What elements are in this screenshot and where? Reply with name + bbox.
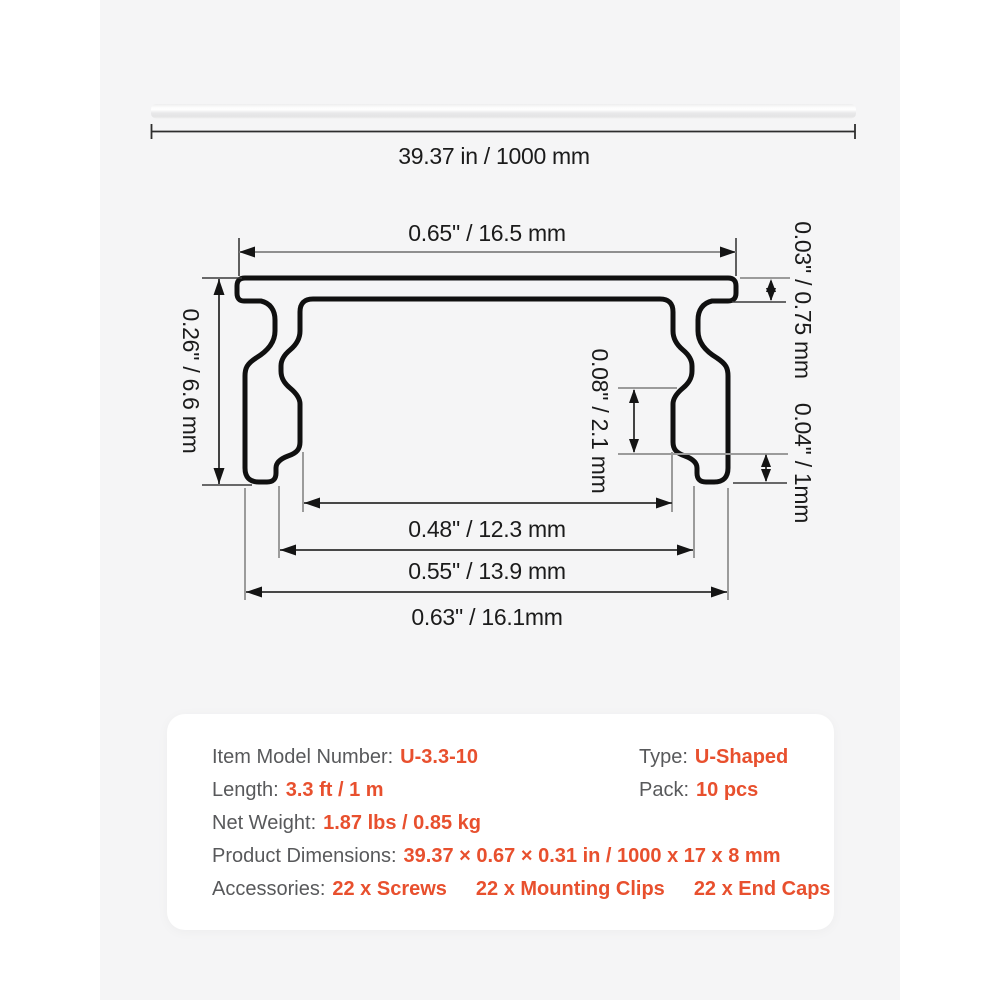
spec-value-accessory-clips: 22 x Mounting Clips (475, 878, 665, 900)
spec-label-weight: Net Weight: (212, 812, 317, 834)
spec-value-accessory-endcaps: 22 x End Caps (693, 878, 831, 900)
spec-row-accessories: Accessories: 22 x Screws 22 x Mounting Cli… (212, 873, 831, 906)
spec-rows-right: Type: U-Shaped Pack: 10 pcs (639, 741, 788, 807)
profile-length-bar (151, 104, 856, 119)
dim-label-height: 0.26'' / 6.6 mm (178, 309, 204, 454)
spec-row-model: Item Model Number: U-3.3-10 (212, 741, 831, 774)
spec-row-length: Length: 3.3 ft / 1 m (212, 774, 831, 807)
spec-label-length: Length: (212, 779, 279, 801)
spec-value-length: 3.3 ft / 1 m (285, 779, 384, 801)
diagram-stage: 39.37 in / 1000 mm (100, 0, 900, 1000)
dim-label-slot-height: 0.08'' / 2.1 mm (587, 349, 613, 494)
spec-label-type: Type: (639, 746, 688, 768)
spec-value-pack: 10 pcs (696, 779, 759, 801)
length-view: 39.37 in / 1000 mm (150, 104, 856, 169)
cross-section-view: 0.65'' / 16.5 mm 0.48'' / 12.3 mm 0.55''… (178, 220, 816, 630)
spec-value-model: U-3.3-10 (400, 746, 478, 768)
dim-label-inner-width: 0.48'' / 12.3 mm (408, 516, 565, 542)
spec-row-type: Type: U-Shaped (639, 741, 788, 774)
length-dimension-line (150, 124, 856, 139)
dim-label-top-width: 0.65'' / 16.5 mm (408, 220, 565, 246)
spec-value-type: U-Shaped (694, 746, 789, 768)
spec-label-dimensions: Product Dimensions: (212, 845, 397, 867)
spec-value-weight: 1.87 lbs / 0.85 kg (323, 812, 481, 834)
dim-label-outer-width: 0.63'' / 16.1mm (411, 604, 562, 630)
dimension-lines (213, 246, 776, 598)
spec-row-pack: Pack: 10 pcs (639, 774, 788, 807)
spec-value-accessory-screws: 22 x Screws (332, 878, 447, 900)
spec-rows-left: Item Model Number: U-3.3-10 Length: 3.3 ft… (212, 741, 831, 906)
dimension-diagram-svg: 39.37 in / 1000 mm (150, 104, 856, 630)
spec-card: Item Model Number: U-3.3-10 Length: 3.3 ft… (167, 714, 834, 930)
spec-label-accessories: Accessories: (212, 878, 326, 900)
profile-outline (234, 275, 739, 485)
spec-value-dimensions: 39.37 × 0.67 × 0.31 in / 1000 x 17 x 8 m… (403, 845, 781, 867)
length-dimension-label: 39.37 in / 1000 mm (398, 143, 590, 169)
dim-label-plate-thickness: 0.03'' / 0.75 mm (790, 221, 816, 378)
spec-label-pack: Pack: (639, 779, 690, 801)
dim-label-mid-width: 0.55'' / 13.9 mm (408, 558, 565, 584)
dim-label-foot-height: 0.04'' / 1mm (790, 403, 816, 523)
dimension-labels: 0.65'' / 16.5 mm 0.48'' / 12.3 mm 0.55''… (178, 220, 816, 630)
extension-lines (202, 238, 790, 600)
spec-row-weight: Net Weight: 1.87 lbs / 0.85 kg (212, 807, 831, 840)
spec-row-dimensions: Product Dimensions: 39.37 × 0.67 × 0.31 i… (212, 840, 831, 873)
spec-label-model: Item Model Number: (212, 746, 394, 768)
